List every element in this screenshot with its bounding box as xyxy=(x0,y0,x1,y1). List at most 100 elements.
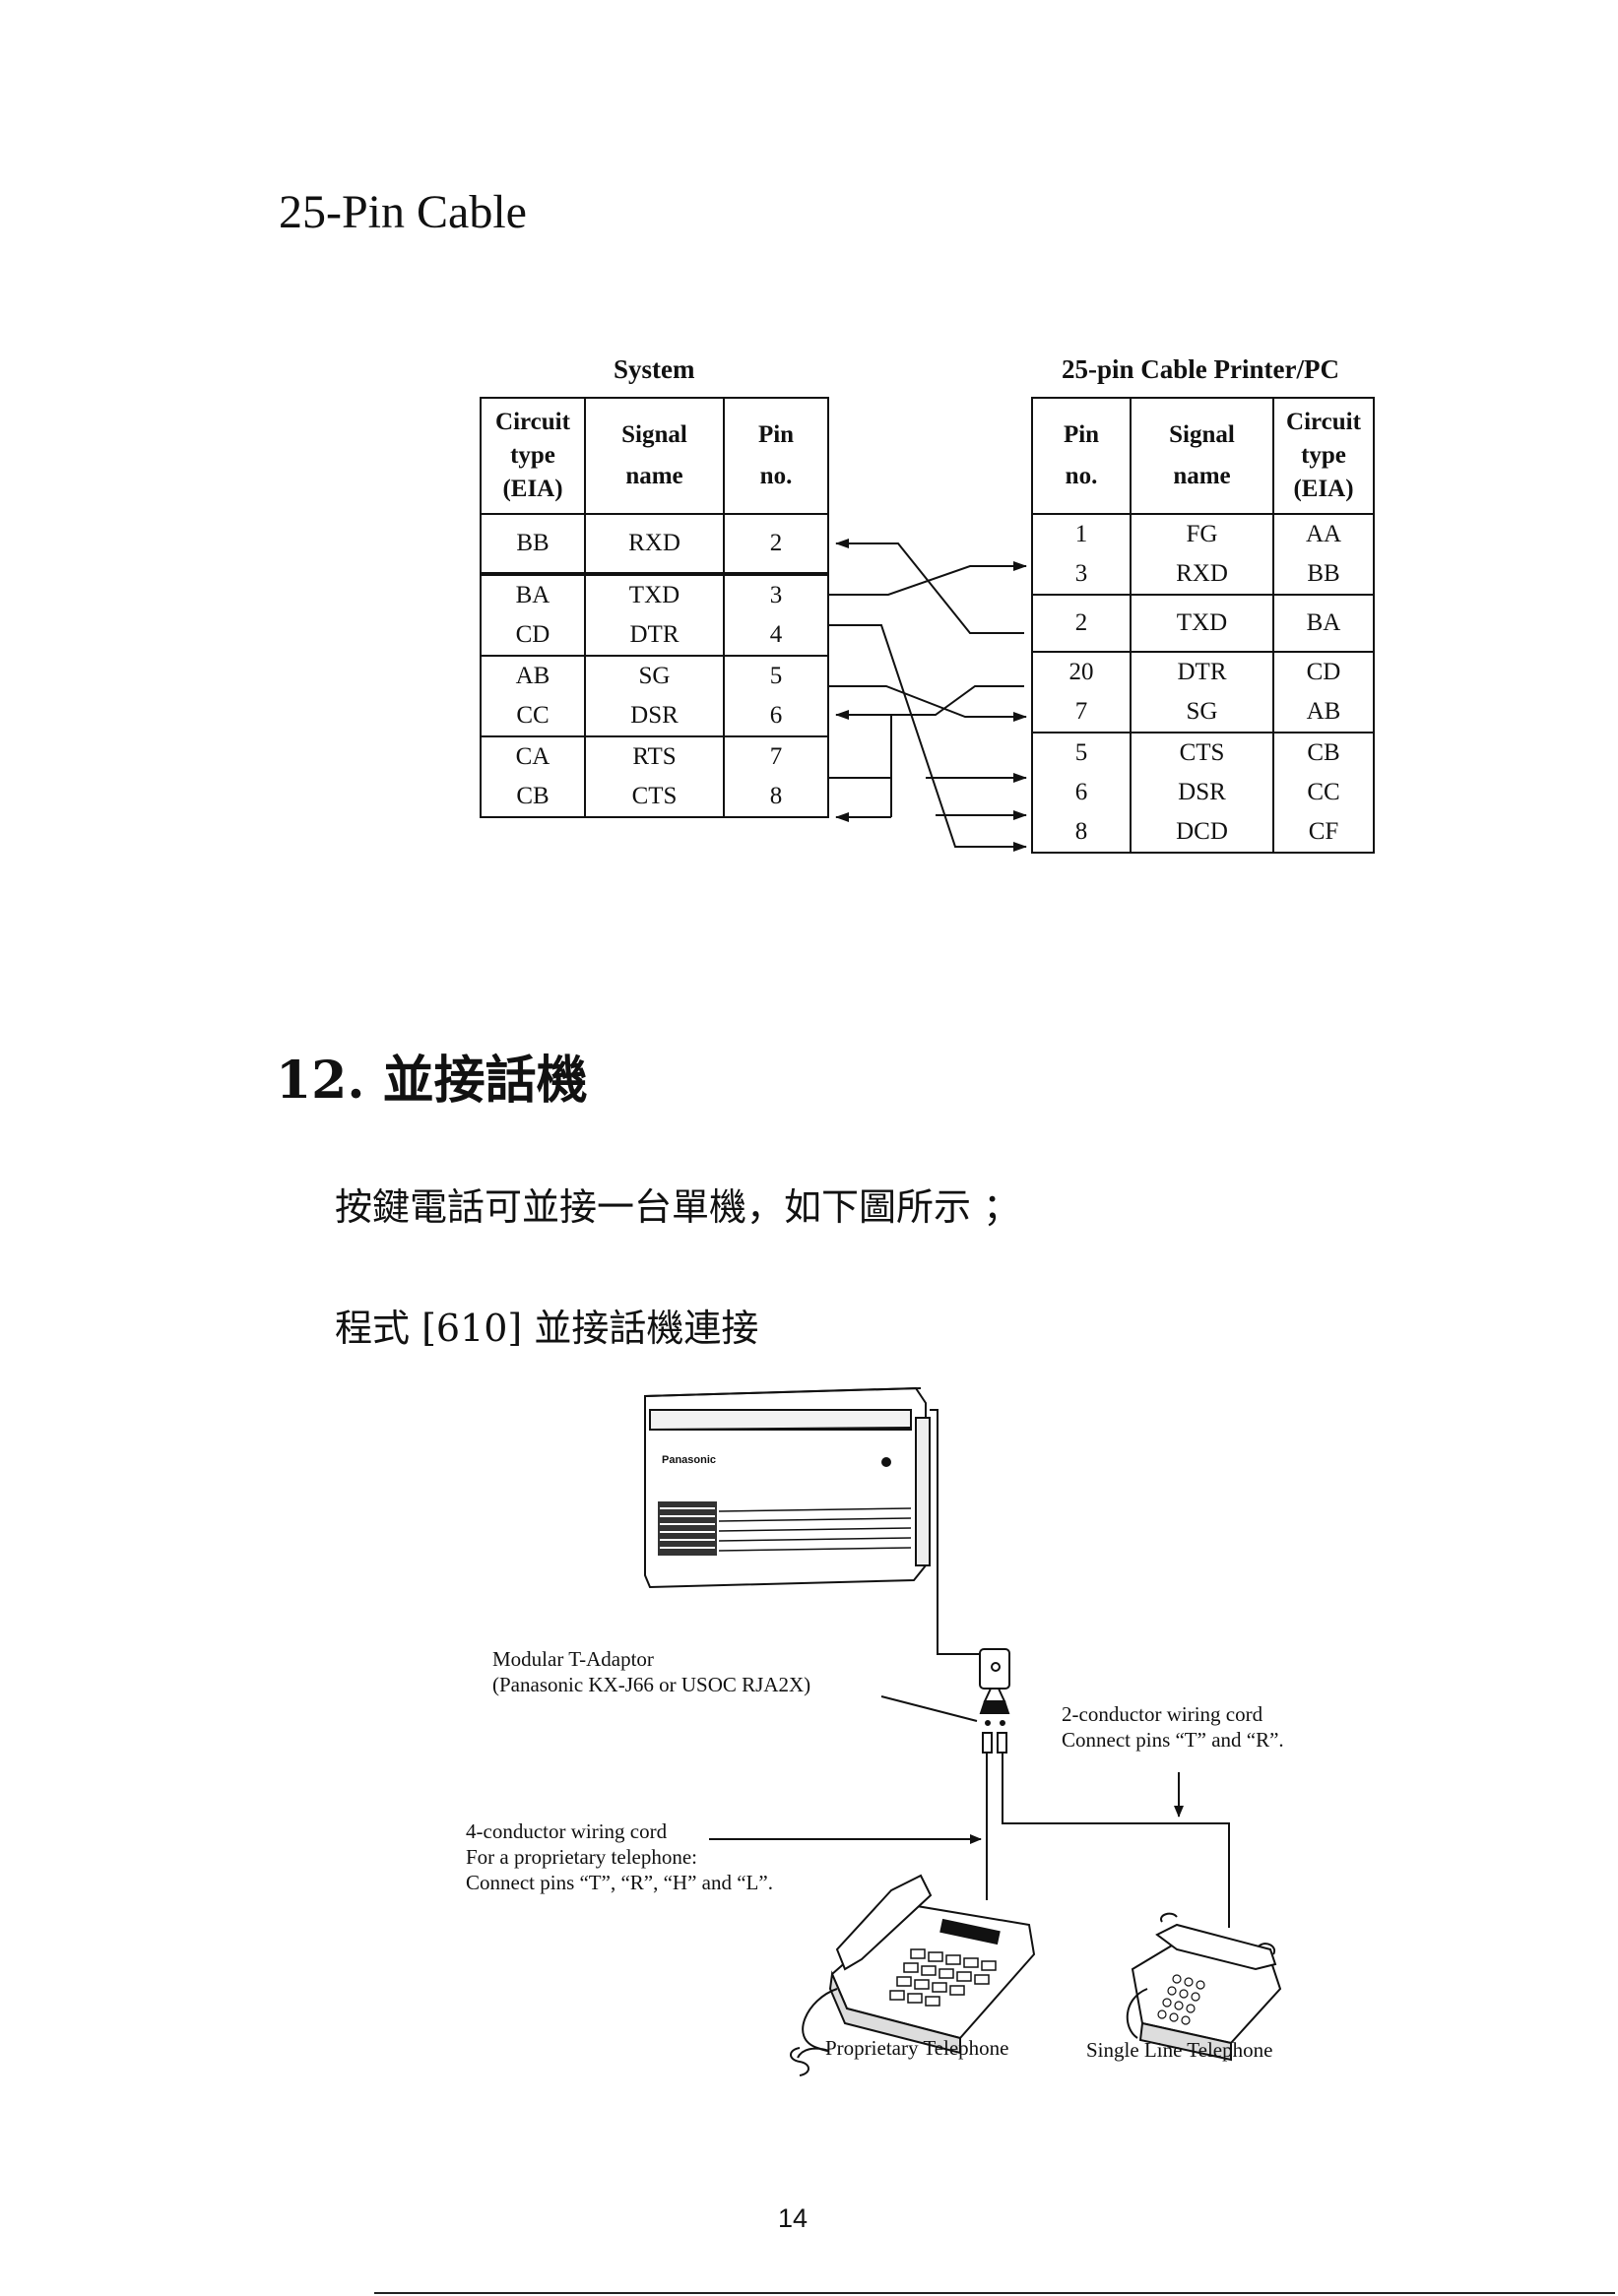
proprietary-telephone xyxy=(790,1874,1036,2076)
table-cell: DTR xyxy=(584,615,725,657)
table-cell: 6 xyxy=(1031,773,1132,812)
header-cell: Pin no. xyxy=(723,397,829,515)
table-cell: CC xyxy=(1272,773,1375,812)
brand-logo: Panasonic xyxy=(662,1454,716,1466)
wire-sg-sg xyxy=(829,685,1027,722)
system-table-header: Circuit type (EIA) Signal name Pin no. xyxy=(480,397,829,515)
table-cell: AB xyxy=(480,655,586,696)
table-cell: 5 xyxy=(723,655,829,696)
table-cell: 7 xyxy=(723,735,829,777)
table-cell: AA xyxy=(1272,513,1375,554)
page-number: 14 xyxy=(778,2203,809,2233)
header-cell: Signal name xyxy=(1130,397,1274,515)
proprietary-telephone-label: Proprietary Telephone xyxy=(825,2036,1009,2060)
table-cell: BA xyxy=(1272,594,1375,653)
table-cell: SG xyxy=(584,655,725,696)
wire-txd-rxd xyxy=(829,561,1027,596)
table-cell: 6 xyxy=(723,696,829,737)
table-cell: 1 xyxy=(1031,513,1132,554)
table-cell: CD xyxy=(1272,651,1375,692)
table-cell: 4 xyxy=(723,615,829,657)
table-cell: CB xyxy=(480,777,586,818)
table-row: 20 DTR CD xyxy=(1031,651,1375,692)
table-cell: DSR xyxy=(584,696,725,737)
pbx-unit xyxy=(644,1386,931,1589)
table-cell: 3 xyxy=(723,573,829,615)
pbx-line-cord xyxy=(930,1409,985,1655)
printer-caption: 25-pin Cable Printer/PC xyxy=(1062,354,1339,384)
table-row: BB RXD 2 xyxy=(480,513,829,575)
table-cell: CD xyxy=(480,615,586,657)
header-cell: Circuit type (EIA) xyxy=(1272,397,1375,515)
header-cell: Circuit type (EIA) xyxy=(480,397,586,515)
four-conductor-label: 4-conductor wiring cord For a proprietar… xyxy=(466,1819,773,1894)
system-caption: System xyxy=(614,354,695,384)
connection-diagram: Panasonic xyxy=(644,1386,1282,2076)
section2-title: 12. 並接話機 xyxy=(276,1051,588,1111)
table-row: CD DTR 4 xyxy=(480,615,829,657)
table-cell: BB xyxy=(1272,554,1375,596)
table-cell: 2 xyxy=(723,513,829,575)
table-cell: CTS xyxy=(1130,732,1274,773)
adaptor-plug xyxy=(983,1688,1006,1702)
wire-txd-rxd-return xyxy=(835,539,1024,634)
system-pin-table: Circuit type (EIA) Signal name Pin no. B… xyxy=(480,397,829,818)
printer-pin-table: Pin no. Signal name Circuit type (EIA) 1… xyxy=(1031,397,1375,854)
table-row: 7 SG AB xyxy=(1031,692,1375,733)
table-cell: CTS xyxy=(584,777,725,818)
wire-dtr-dsr-sys xyxy=(835,685,1024,720)
table-row: 6 DSR CC xyxy=(1031,773,1375,812)
section-title: 25-Pin Cable xyxy=(279,186,527,238)
table-row: 2 TXD BA xyxy=(1031,594,1375,653)
table-cell: DSR xyxy=(1130,773,1274,812)
table-cell: 8 xyxy=(723,777,829,818)
table-row: 8 DCD CF xyxy=(1031,812,1375,854)
table-row: 5 CTS CB xyxy=(1031,732,1375,773)
adaptor-pointer xyxy=(880,1695,978,1722)
table-cell: 2 xyxy=(1031,594,1132,653)
table-row: AB SG 5 xyxy=(480,655,829,696)
table-cell: 8 xyxy=(1031,812,1132,854)
table-cell: RTS xyxy=(584,735,725,777)
paragraph-program: 程式 [610] 並接話機連接 xyxy=(335,1307,759,1350)
paragraph-description: 按鍵電話可並接一台單機，如下圖所示 ； xyxy=(335,1185,1021,1229)
table-cell: DCD xyxy=(1130,812,1274,854)
table-cell: 3 xyxy=(1031,554,1132,596)
table-row: 3 RXD BB xyxy=(1031,554,1375,596)
adaptor-label: Modular T-Adaptor (Panasonic KX-J66 or U… xyxy=(492,1647,811,1696)
wire-rts-cts-loop xyxy=(829,715,892,779)
table-row: CC DSR 6 xyxy=(480,696,829,737)
table-cell: AB xyxy=(1272,692,1375,733)
header-cell: Signal name xyxy=(584,397,725,515)
printer-table-header: Pin no. Signal name Circuit type (EIA) xyxy=(1031,397,1375,515)
table-cell: CF xyxy=(1272,812,1375,854)
table-cell: DTR xyxy=(1130,651,1274,692)
header-cell: Pin no. xyxy=(1031,397,1132,515)
single-line-telephone xyxy=(1126,1912,1282,2062)
table-cell: BB xyxy=(480,513,586,575)
two-conductor-label: 2-conductor wiring cord Connect pins “T”… xyxy=(1062,1702,1284,1752)
table-cell: CA xyxy=(480,735,586,777)
table-cell: CB xyxy=(1272,732,1375,773)
table-row: CA RTS 7 xyxy=(480,735,829,777)
table-row: BA TXD 3 xyxy=(480,573,829,615)
table-row: 1 FG AA xyxy=(1031,513,1375,554)
table-cell: CC xyxy=(480,696,586,737)
table-cell: SG xyxy=(1130,692,1274,733)
table-row: CB CTS 8 xyxy=(480,777,829,818)
wire-dtr-handshake xyxy=(829,624,1027,852)
footer-rule xyxy=(374,2292,1615,2294)
table-cell: FG xyxy=(1130,513,1274,554)
pin-wiring-diagram xyxy=(829,539,1027,852)
two-conductor-cord xyxy=(1002,1753,1230,1928)
table-cell: BA xyxy=(480,573,586,615)
table-cell: RXD xyxy=(1130,554,1274,596)
table-cell: RXD xyxy=(584,513,725,575)
table-cell: 7 xyxy=(1031,692,1132,733)
single-line-telephone-label: Single Line Telephone xyxy=(1086,2038,1273,2062)
table-cell: TXD xyxy=(584,573,725,615)
table-cell: 20 xyxy=(1031,651,1132,692)
t-adaptor xyxy=(979,1648,1010,1690)
table-cell: TXD xyxy=(1130,594,1274,653)
table-cell: 5 xyxy=(1031,732,1132,773)
